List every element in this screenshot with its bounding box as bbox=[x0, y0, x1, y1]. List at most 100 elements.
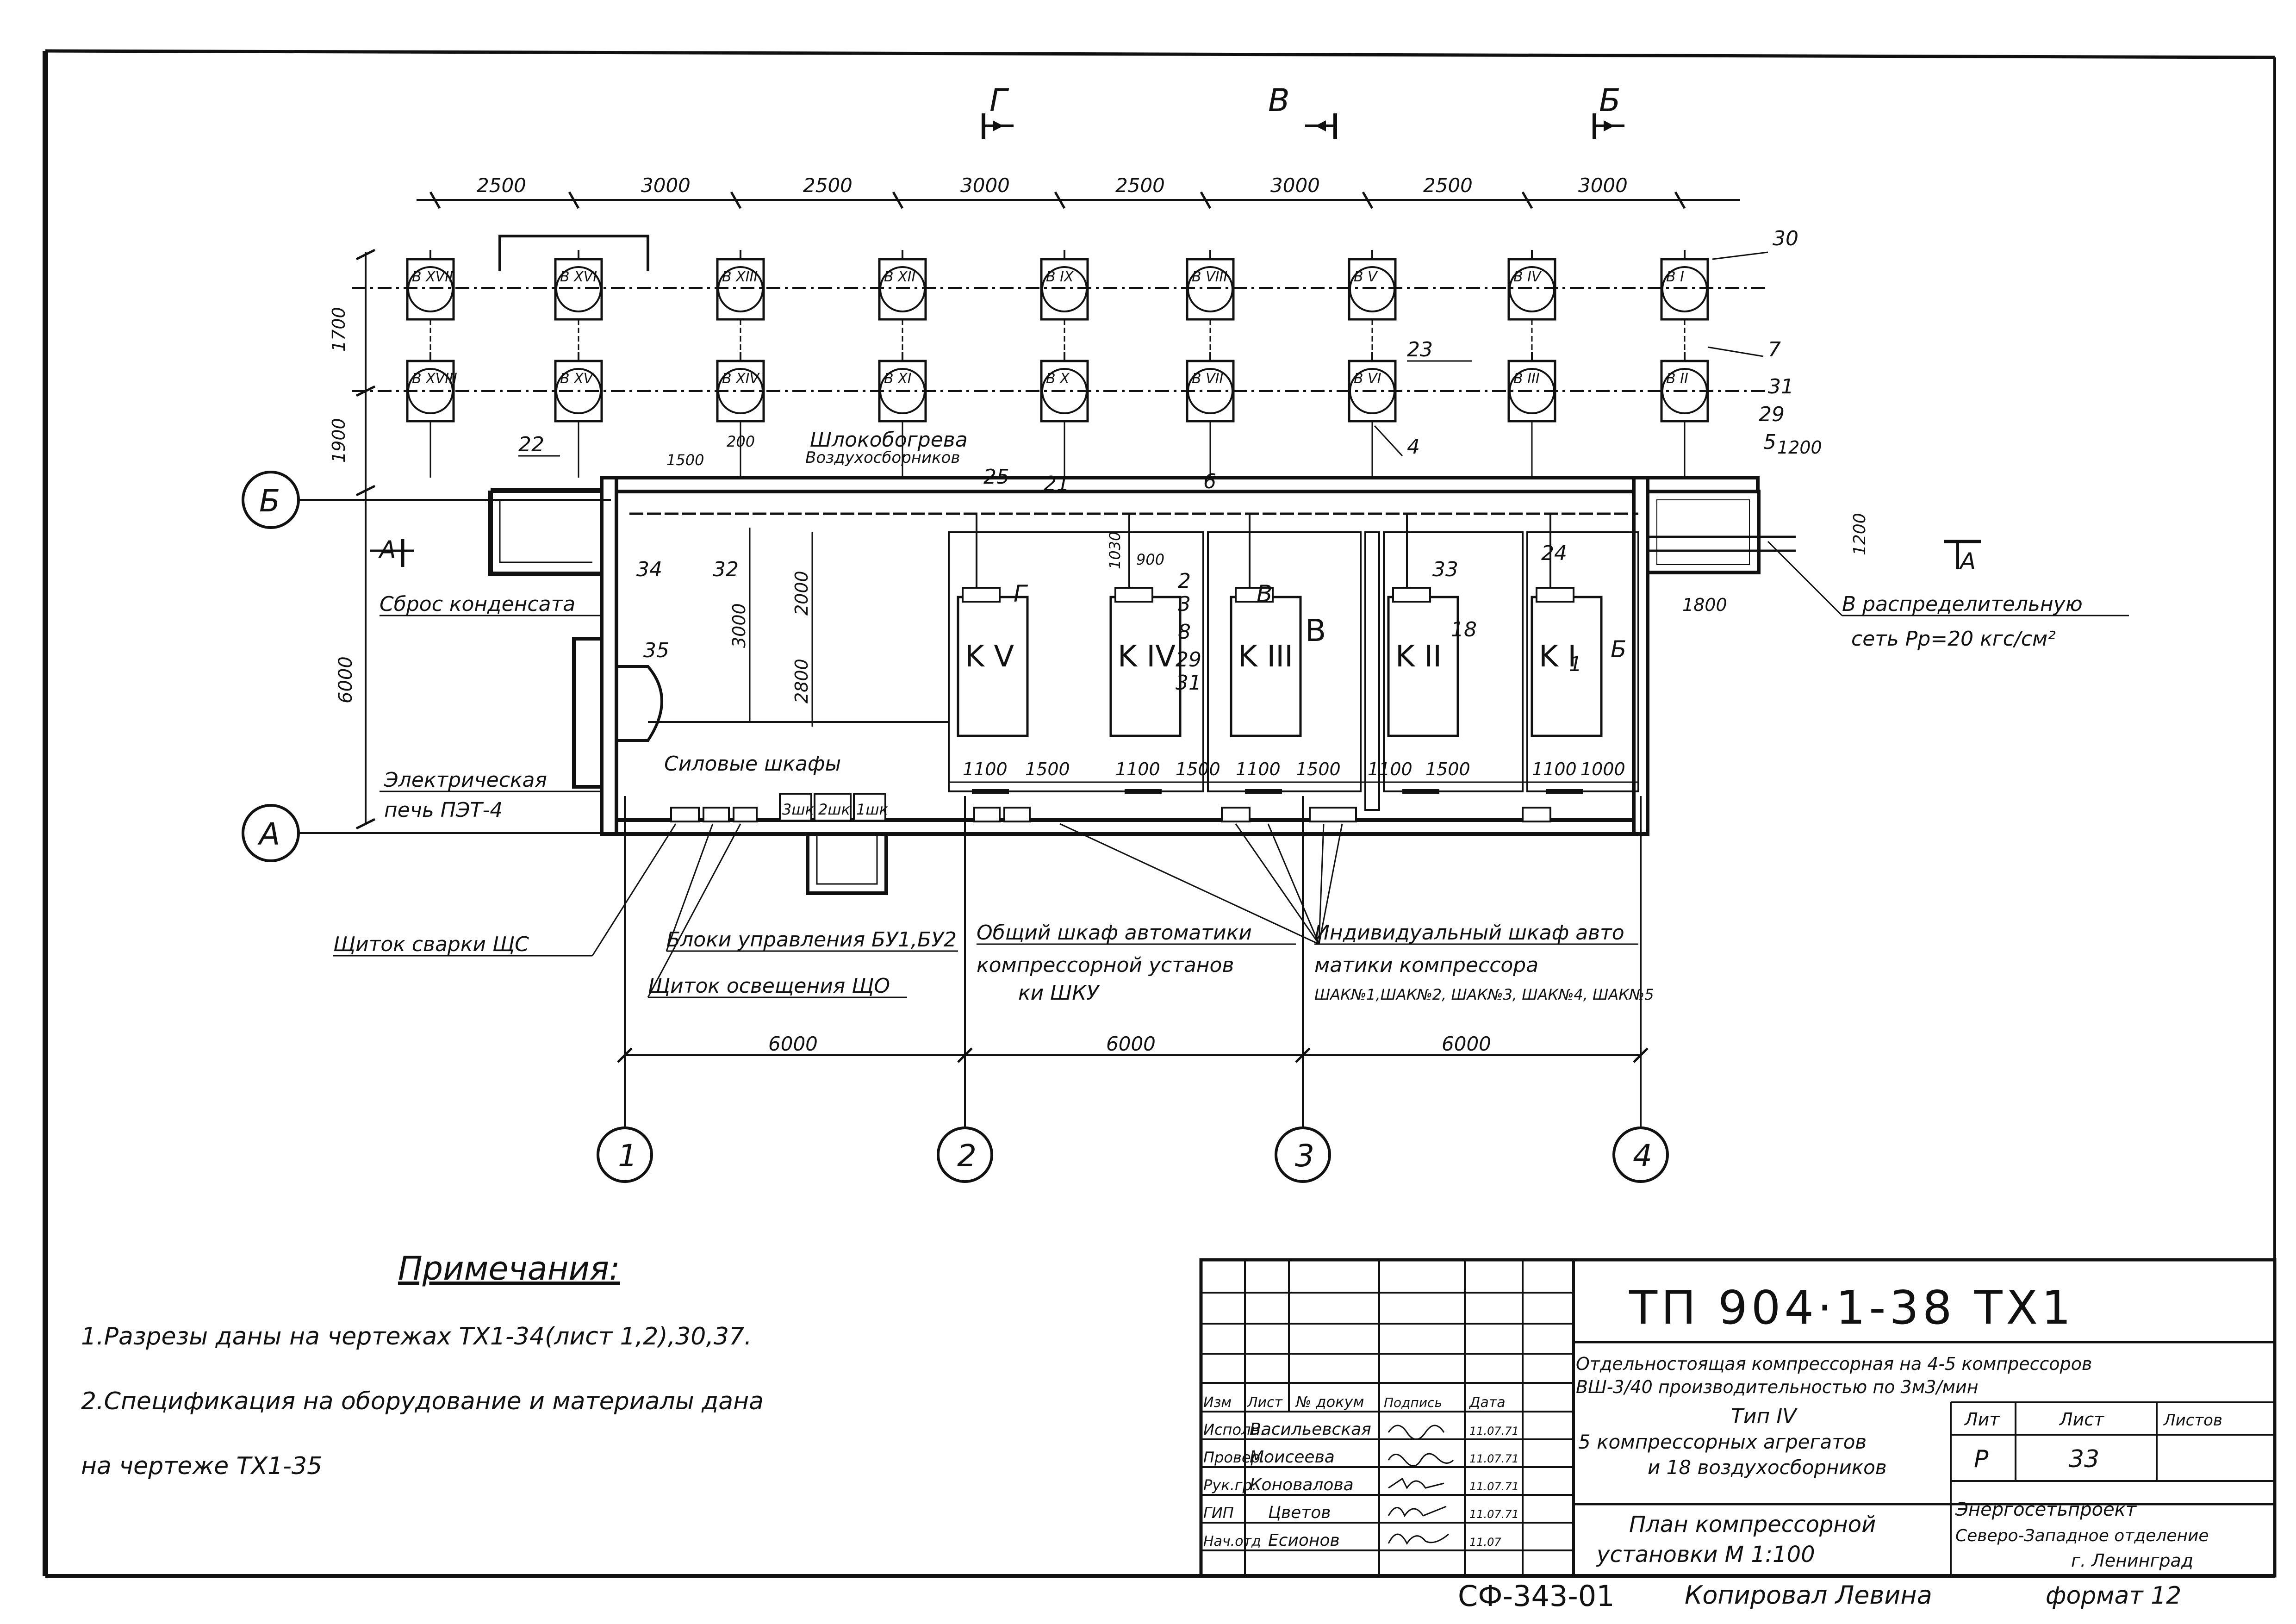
compressor-unit: K V bbox=[957, 514, 1029, 794]
receiver-label: B VII bbox=[1192, 371, 1223, 387]
section-mark-v: В bbox=[1268, 82, 1337, 139]
dim-label: 2500 bbox=[1423, 174, 1473, 197]
frame-top bbox=[45, 49, 2275, 59]
receiver-label: B XVII bbox=[412, 269, 453, 285]
receiver-label: B XVI bbox=[560, 269, 597, 285]
hdr-date: Дата bbox=[1468, 1394, 1506, 1411]
compressor-head bbox=[962, 587, 1001, 603]
label-2shk: 2шк bbox=[818, 801, 851, 818]
person-name: Моисеева bbox=[1250, 1448, 1335, 1467]
footer: СФ-343-01 Копировал Левина формат 12 bbox=[1458, 1579, 2181, 1613]
receiver-body bbox=[716, 258, 765, 321]
label-1shk: 1шк bbox=[856, 801, 889, 818]
receiver-vessel bbox=[1509, 266, 1555, 312]
receiver-body bbox=[878, 258, 927, 321]
cabinets-row bbox=[670, 793, 1551, 822]
compressor-label: K II bbox=[1395, 640, 1442, 674]
grid-axis-b: Б bbox=[242, 471, 611, 529]
dim-1700: 1700 bbox=[329, 307, 349, 352]
receiver-pair: B VIII B VII bbox=[1186, 250, 1235, 478]
callout-30: 30 bbox=[1773, 227, 1798, 250]
compressor-unit: K II bbox=[1387, 514, 1459, 794]
callout-21: 21 bbox=[1044, 472, 1070, 496]
dim-6000-vertical: 6000 bbox=[335, 656, 356, 703]
left-vertical-dims: 1700 1900 6000 bbox=[329, 249, 376, 830]
label-furnace-2: печь ПЭТ-4 bbox=[384, 798, 503, 822]
list-header: Лист bbox=[2059, 1409, 2105, 1430]
axis-letter-a: А bbox=[257, 816, 280, 852]
dim-label: 3000 bbox=[641, 174, 691, 197]
inner-dim-label: 1100 bbox=[1236, 759, 1281, 779]
dim-label: 2500 bbox=[803, 174, 852, 197]
callout-stack: 2 bbox=[1178, 569, 1191, 593]
label-lighting: Щиток освещения ЩО bbox=[648, 974, 890, 998]
label-condensate: Сброс конденсата bbox=[380, 592, 575, 616]
receiver-vessel bbox=[879, 266, 926, 312]
receiver-label: B XIII bbox=[722, 269, 758, 285]
notes-title: Примечания: bbox=[398, 1250, 620, 1288]
inner-dim-label: 1000 bbox=[1580, 759, 1625, 779]
inner-dim-label: 1100 bbox=[1368, 759, 1412, 779]
label-3shk: 3шк bbox=[782, 801, 815, 818]
receiver-body bbox=[406, 258, 455, 321]
callout-stack: 31 bbox=[1176, 671, 1201, 695]
axis-number: 2 bbox=[957, 1138, 977, 1174]
dim-2000-inner: 2000 bbox=[791, 571, 812, 616]
person-name: Коновалова bbox=[1250, 1475, 1354, 1494]
dim-1200-right: 1200 bbox=[1850, 513, 1869, 555]
label-general-cabinet-1: Общий шкаф автоматики bbox=[977, 921, 1252, 945]
dim-200: 200 bbox=[727, 433, 755, 450]
section-a-right: А bbox=[1959, 548, 1976, 575]
callout-35: 35 bbox=[643, 639, 669, 662]
person-date: 11.07 bbox=[1469, 1536, 1501, 1549]
type-desc-1: 5 компрессорных агрегатов bbox=[1578, 1431, 1867, 1453]
receiver-vessel bbox=[1349, 266, 1395, 312]
org-1: Энергосетьпроект bbox=[1955, 1499, 2137, 1520]
receiver-label: B VIII bbox=[1192, 269, 1227, 285]
inner-dim-label: 1500 bbox=[1025, 759, 1070, 779]
callout-23: 23 bbox=[1407, 338, 1433, 361]
lit-header: Лит bbox=[1964, 1409, 2000, 1430]
label-indiv-cabinet-1: Индивидуальный шкаф авто bbox=[1314, 921, 1624, 945]
signature bbox=[1388, 1453, 1454, 1467]
dim-label: 3000 bbox=[1578, 174, 1628, 197]
dim-900: 900 bbox=[1136, 551, 1164, 568]
inner-dim-label: 1500 bbox=[1296, 759, 1341, 779]
drawing-code: ТП 904·1-38 ТХ1 bbox=[1629, 1281, 2075, 1335]
dim-3000-inner: 3000 bbox=[729, 603, 749, 648]
callout-34: 34 bbox=[636, 558, 662, 581]
person-role: ГИП bbox=[1203, 1504, 1234, 1522]
title-block bbox=[1199, 1258, 2277, 1578]
hdr-sign: Подпись bbox=[1384, 1395, 1442, 1410]
label-distribution-1: В распределительную bbox=[1842, 592, 2083, 616]
compressor-body bbox=[957, 596, 1029, 737]
callout-25: 25 bbox=[983, 465, 1009, 489]
person-role: Исполн. bbox=[1203, 1421, 1265, 1438]
person-name: Цветов bbox=[1268, 1503, 1331, 1522]
axis-dim: 6000 bbox=[768, 1033, 818, 1055]
compressor-body bbox=[1230, 596, 1302, 737]
org-2: Северо-Западное отделение bbox=[1955, 1526, 2209, 1545]
notes: Примечания: 1.Разрезы даны на чертежах Т… bbox=[81, 1250, 764, 1480]
callout-29: 29 bbox=[1759, 403, 1785, 426]
person-date: 11.07.71 bbox=[1469, 1480, 1519, 1493]
receiver-vessel bbox=[1187, 266, 1233, 312]
footer-format: формат 12 bbox=[2046, 1582, 2181, 1610]
receiver-label: B XI bbox=[884, 371, 912, 387]
axis-number: 1 bbox=[618, 1138, 637, 1174]
label-furnace-1: Электрическая bbox=[384, 768, 547, 792]
compressor-head bbox=[1536, 587, 1574, 603]
compressor-head bbox=[1392, 587, 1431, 603]
inner-dim-label: 1500 bbox=[1176, 759, 1220, 779]
compressor-unit: K III bbox=[1230, 514, 1302, 794]
axis-number: 3 bbox=[1295, 1138, 1314, 1174]
callout-5: 5 bbox=[1763, 430, 1776, 454]
receiver-label: B IX bbox=[1046, 269, 1074, 285]
callout-6: 6 bbox=[1203, 470, 1216, 493]
dim-1500: 1500 bbox=[666, 451, 704, 469]
sheet-name-1: План компрессорной bbox=[1629, 1512, 1876, 1537]
footer-copied: Копировал Левина bbox=[1685, 1580, 1932, 1610]
